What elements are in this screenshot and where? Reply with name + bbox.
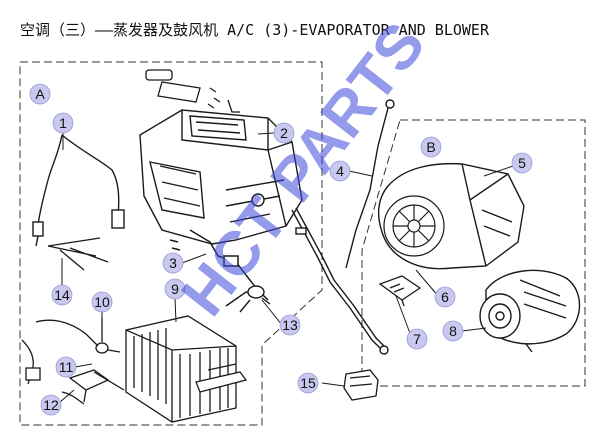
callout-5: 5 — [511, 152, 533, 174]
callout-3: 3 — [162, 252, 184, 274]
svg-text:8: 8 — [449, 323, 457, 339]
svg-text:3: 3 — [169, 255, 177, 271]
group-a-boundary — [19, 61, 323, 426]
leader-lines — [59, 132, 514, 403]
callout-10: 10 — [91, 291, 113, 313]
svg-text:5: 5 — [518, 155, 526, 171]
evaporator-housing-part — [139, 109, 303, 245]
callout-13: 13 — [279, 314, 301, 336]
blower-fan-part — [383, 195, 445, 257]
rod-and-hose-part — [291, 99, 395, 355]
group-label-b: B — [420, 136, 442, 158]
connector-part — [343, 369, 379, 401]
diagram-title: 空调（三）——蒸发器及鼓风机 A/C (3)-EVAPORATOR AND BL… — [20, 21, 489, 39]
blower-motor-part — [479, 269, 581, 353]
callout-9: 9 — [164, 278, 186, 300]
callout-7: 7 — [406, 328, 428, 350]
callout-14: 14 — [51, 284, 73, 306]
svg-text:6: 6 — [441, 289, 449, 305]
sensor-part — [95, 318, 121, 354]
group-label-a: A — [29, 83, 51, 105]
callout-8: 8 — [442, 320, 464, 342]
expansion-valve-part — [61, 369, 125, 405]
svg-text:B: B — [426, 139, 435, 155]
svg-text:9: 9 — [171, 281, 179, 297]
group-b-boundary — [361, 119, 586, 387]
callout-11: 11 — [55, 356, 77, 378]
svg-text:1: 1 — [59, 115, 67, 131]
housing-top-clip-part — [145, 69, 240, 113]
svg-text:7: 7 — [413, 331, 421, 347]
svg-text:2: 2 — [280, 125, 288, 141]
svg-text:14: 14 — [54, 287, 70, 303]
blower-resistor-part — [378, 275, 422, 307]
wiring-harness-part — [32, 134, 125, 247]
svg-text:13: 13 — [282, 317, 298, 333]
callout-1: 1 — [52, 112, 74, 134]
sensor-harness-part — [21, 319, 99, 385]
svg-text:4: 4 — [336, 163, 344, 179]
callout-2: 2 — [273, 122, 295, 144]
callout-6: 6 — [434, 286, 456, 308]
callout-4: 4 — [329, 160, 351, 182]
svg-text:11: 11 — [59, 359, 74, 375]
callout-15: 15 — [297, 372, 319, 394]
pipe-fitting-part — [239, 285, 271, 313]
evaporator-core-part — [125, 315, 248, 423]
svg-text:10: 10 — [94, 294, 110, 310]
svg-text:12: 12 — [43, 397, 59, 413]
callout-12: 12 — [40, 394, 62, 416]
clip-part — [47, 237, 109, 271]
svg-text:15: 15 — [300, 375, 316, 391]
svg-text:A: A — [35, 86, 45, 102]
